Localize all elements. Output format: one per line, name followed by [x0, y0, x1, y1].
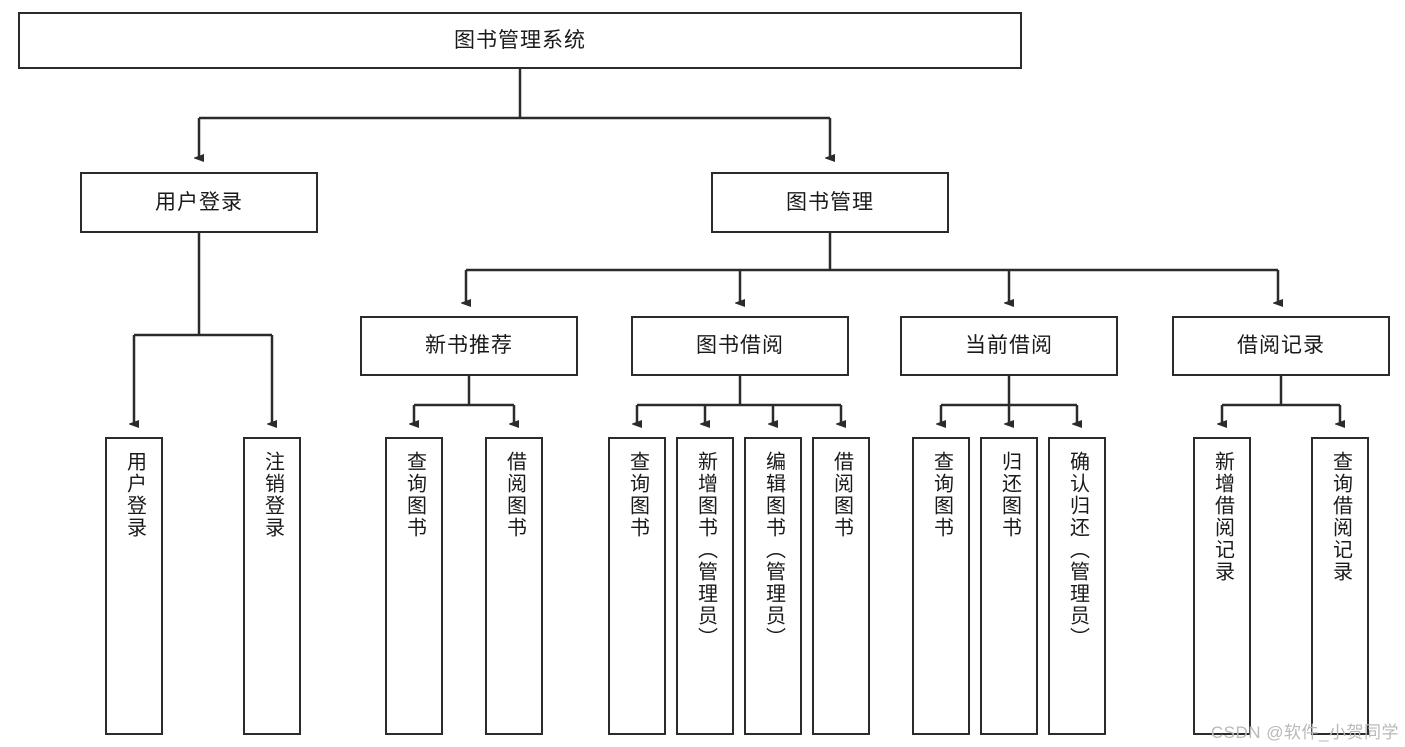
leaf-borrow-book-borrow[interactable]: 借阅图书 — [812, 437, 870, 735]
node-label: 借阅图书 — [503, 451, 526, 539]
leaf-add-borrow-record[interactable]: 新增借阅记录 — [1193, 437, 1251, 735]
node-new-book-recommend[interactable]: 新书推荐 — [360, 316, 578, 376]
leaf-query-borrow-record[interactable]: 查询借阅记录 — [1311, 437, 1369, 735]
leaf-user-login[interactable]: 用户登录 — [105, 437, 163, 735]
leaf-edit-book-admin[interactable]: 编辑图书（管理员） — [744, 437, 802, 735]
leaf-query-book-new-recommend[interactable]: 查询图书 — [385, 437, 443, 735]
node-label: 查询借阅记录 — [1329, 451, 1352, 583]
node-book-borrow[interactable]: 图书借阅 — [631, 316, 849, 376]
node-label: 查询图书 — [626, 451, 649, 539]
node-label: 用户登录 — [123, 451, 146, 539]
node-label: 编辑图书（管理员） — [762, 451, 785, 649]
node-label: 归还图书 — [998, 451, 1021, 539]
node-label: 新增借阅记录 — [1211, 451, 1234, 583]
node-label: 当前借阅 — [965, 334, 1053, 358]
node-label: 查询图书 — [403, 451, 426, 539]
node-label: 借阅记录 — [1237, 334, 1325, 358]
node-current-borrow[interactable]: 当前借阅 — [900, 316, 1118, 376]
csdn-watermark: CSDN @软件_小贺同学 — [1210, 723, 1399, 742]
node-label: 图书借阅 — [696, 334, 784, 358]
leaf-borrow-book-new-recommend[interactable]: 借阅图书 — [485, 437, 543, 735]
node-user-login[interactable]: 用户登录 — [80, 172, 318, 233]
leaf-add-book-admin[interactable]: 新增图书（管理员） — [676, 437, 734, 735]
node-root-book-management-system[interactable]: 图书管理系统 — [18, 12, 1022, 69]
leaf-logout-login[interactable]: 注销登录 — [243, 437, 301, 735]
leaf-query-book-borrow[interactable]: 查询图书 — [608, 437, 666, 735]
leaf-query-book-current[interactable]: 查询图书 — [912, 437, 970, 735]
node-label: 注销登录 — [261, 451, 284, 539]
node-label: 图书管理 — [786, 190, 874, 214]
node-label: 借阅图书 — [830, 451, 853, 539]
node-borrow-record[interactable]: 借阅记录 — [1172, 316, 1390, 376]
node-label: 查询图书 — [930, 451, 953, 539]
node-label: 新增图书（管理员） — [694, 451, 717, 649]
node-label: 用户登录 — [155, 190, 243, 214]
node-label: 图书管理系统 — [454, 28, 586, 52]
node-label: 确认归还（管理员） — [1066, 451, 1089, 649]
leaf-return-book[interactable]: 归还图书 — [980, 437, 1038, 735]
node-book-management[interactable]: 图书管理 — [711, 172, 949, 233]
node-label: 新书推荐 — [425, 334, 513, 358]
leaf-confirm-return-admin[interactable]: 确认归还（管理员） — [1048, 437, 1106, 735]
